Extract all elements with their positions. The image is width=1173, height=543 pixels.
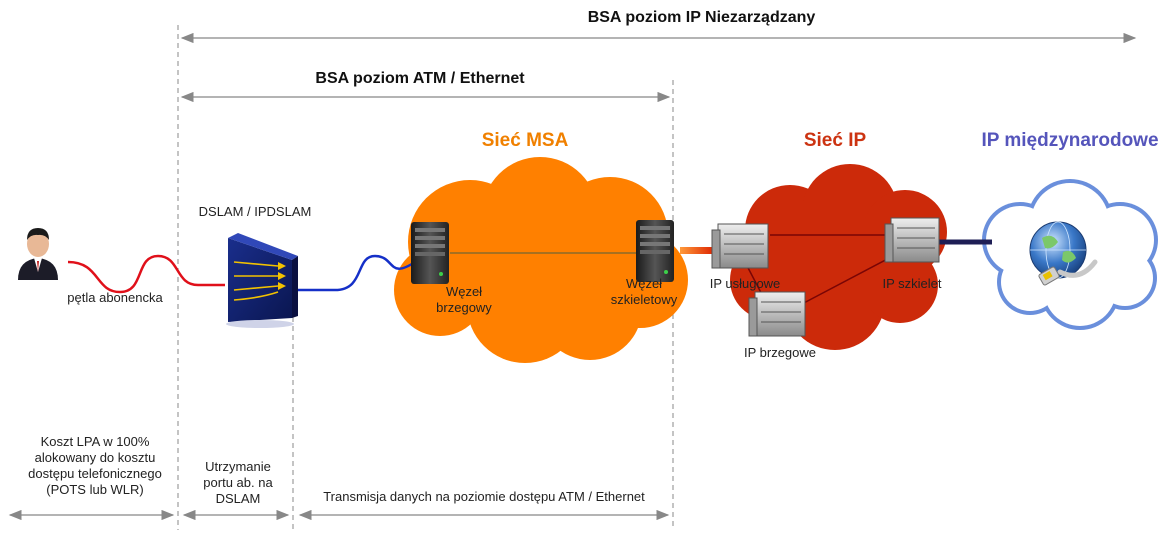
ip-international-title: IP międzynarodowe (981, 130, 1159, 151)
transmission-cost-label: Transmisja danych na poziomie dostępu AT… (323, 489, 645, 504)
dslam-label: DSLAM / IPDSLAM (198, 204, 312, 219)
ip-span-label: BSA poziom IP Niezarządzany (587, 9, 816, 26)
edge-node-label: Węzeł brzegowy (436, 284, 492, 315)
core-node-label: Węzeł szkieletowy (610, 276, 678, 307)
atm-span-label: BSA poziom ATM / Ethernet (315, 70, 525, 87)
ip-core-router-icon (884, 217, 940, 263)
subscriber-loop-label: pętla abonencka (67, 290, 163, 305)
dslam-icon (226, 233, 298, 328)
core-node-server-icon (636, 220, 674, 282)
ip-network-title: Sieć IP (803, 130, 867, 151)
ip-edge-label: IP brzegowe (743, 345, 817, 360)
msa-title: Sieć MSA (481, 130, 569, 151)
port-cost-label: Utrzymanie portu ab. na DSLAM (203, 459, 273, 506)
globe-icon (1029, 221, 1098, 286)
lpa-cost-label: Koszt LPA w 100% alokowany do kosztu dos… (28, 434, 162, 497)
dslam-uplink (292, 254, 416, 292)
ip-services-label: IP usługowe (709, 276, 781, 291)
ip-edge-router-icon (748, 291, 806, 337)
edge-node-server-icon (411, 222, 449, 284)
subscriber-loop-line (67, 254, 225, 294)
ip-core-label: IP szkielet (882, 276, 942, 291)
msa-ip-link (680, 247, 715, 254)
ip-services-router-icon (711, 223, 769, 269)
user-icon (18, 228, 58, 280)
